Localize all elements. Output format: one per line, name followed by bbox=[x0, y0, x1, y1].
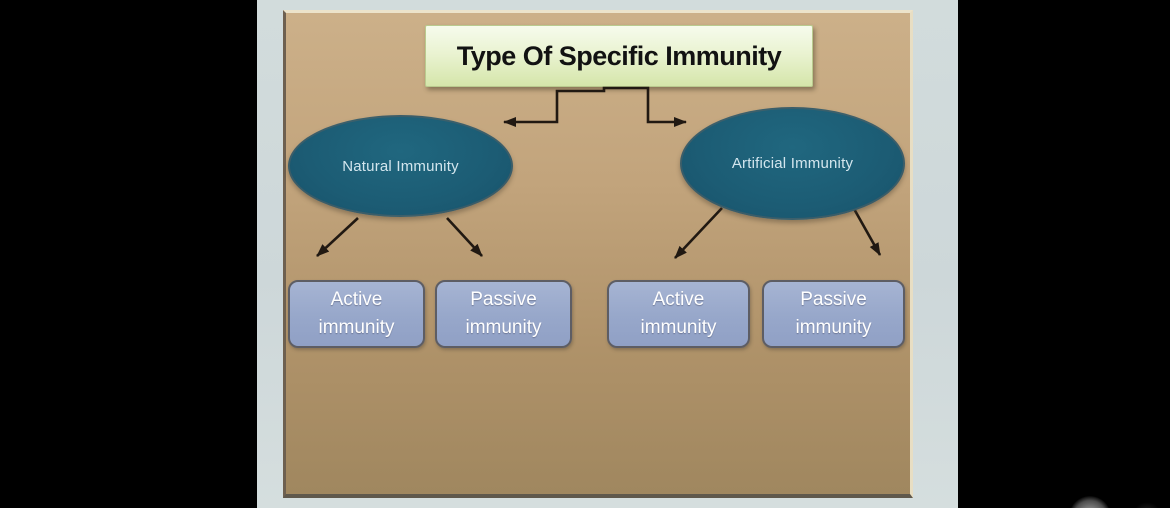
node-label-line: immunity bbox=[795, 317, 872, 338]
node-label-line: immunity bbox=[318, 317, 395, 338]
letterbox-left bbox=[0, 0, 257, 508]
diagram-title-box: Type Of Specific Immunity bbox=[425, 25, 813, 87]
node-label-line: Active bbox=[652, 289, 705, 310]
node-artificial-passive-immunity: Passive immunity bbox=[762, 280, 905, 348]
node-artificial-immunity: Artificial Immunity bbox=[680, 107, 905, 220]
node-label-line: immunity bbox=[465, 317, 542, 338]
natural-immunity-label: Natural Immunity bbox=[342, 157, 459, 175]
player-overlay-button-partial-dim bbox=[1132, 502, 1162, 508]
node-artificial-active-immunity: Active immunity bbox=[607, 280, 750, 348]
node-label-line: Passive bbox=[800, 289, 867, 310]
node-natural-active-immunity: Active immunity bbox=[288, 280, 425, 348]
artificial-immunity-label: Artificial Immunity bbox=[731, 155, 854, 172]
node-label-line: Active bbox=[330, 289, 383, 310]
letterbox-right bbox=[958, 0, 1170, 508]
node-natural-immunity: Natural Immunity bbox=[288, 115, 513, 217]
node-label-line: Passive bbox=[470, 289, 537, 310]
node-natural-passive-immunity: Passive immunity bbox=[435, 280, 572, 348]
node-label-line: immunity bbox=[640, 317, 717, 338]
diagram-title-label: Type Of Specific Immunity bbox=[456, 40, 782, 71]
player-overlay-button-partial[interactable] bbox=[1069, 496, 1111, 508]
